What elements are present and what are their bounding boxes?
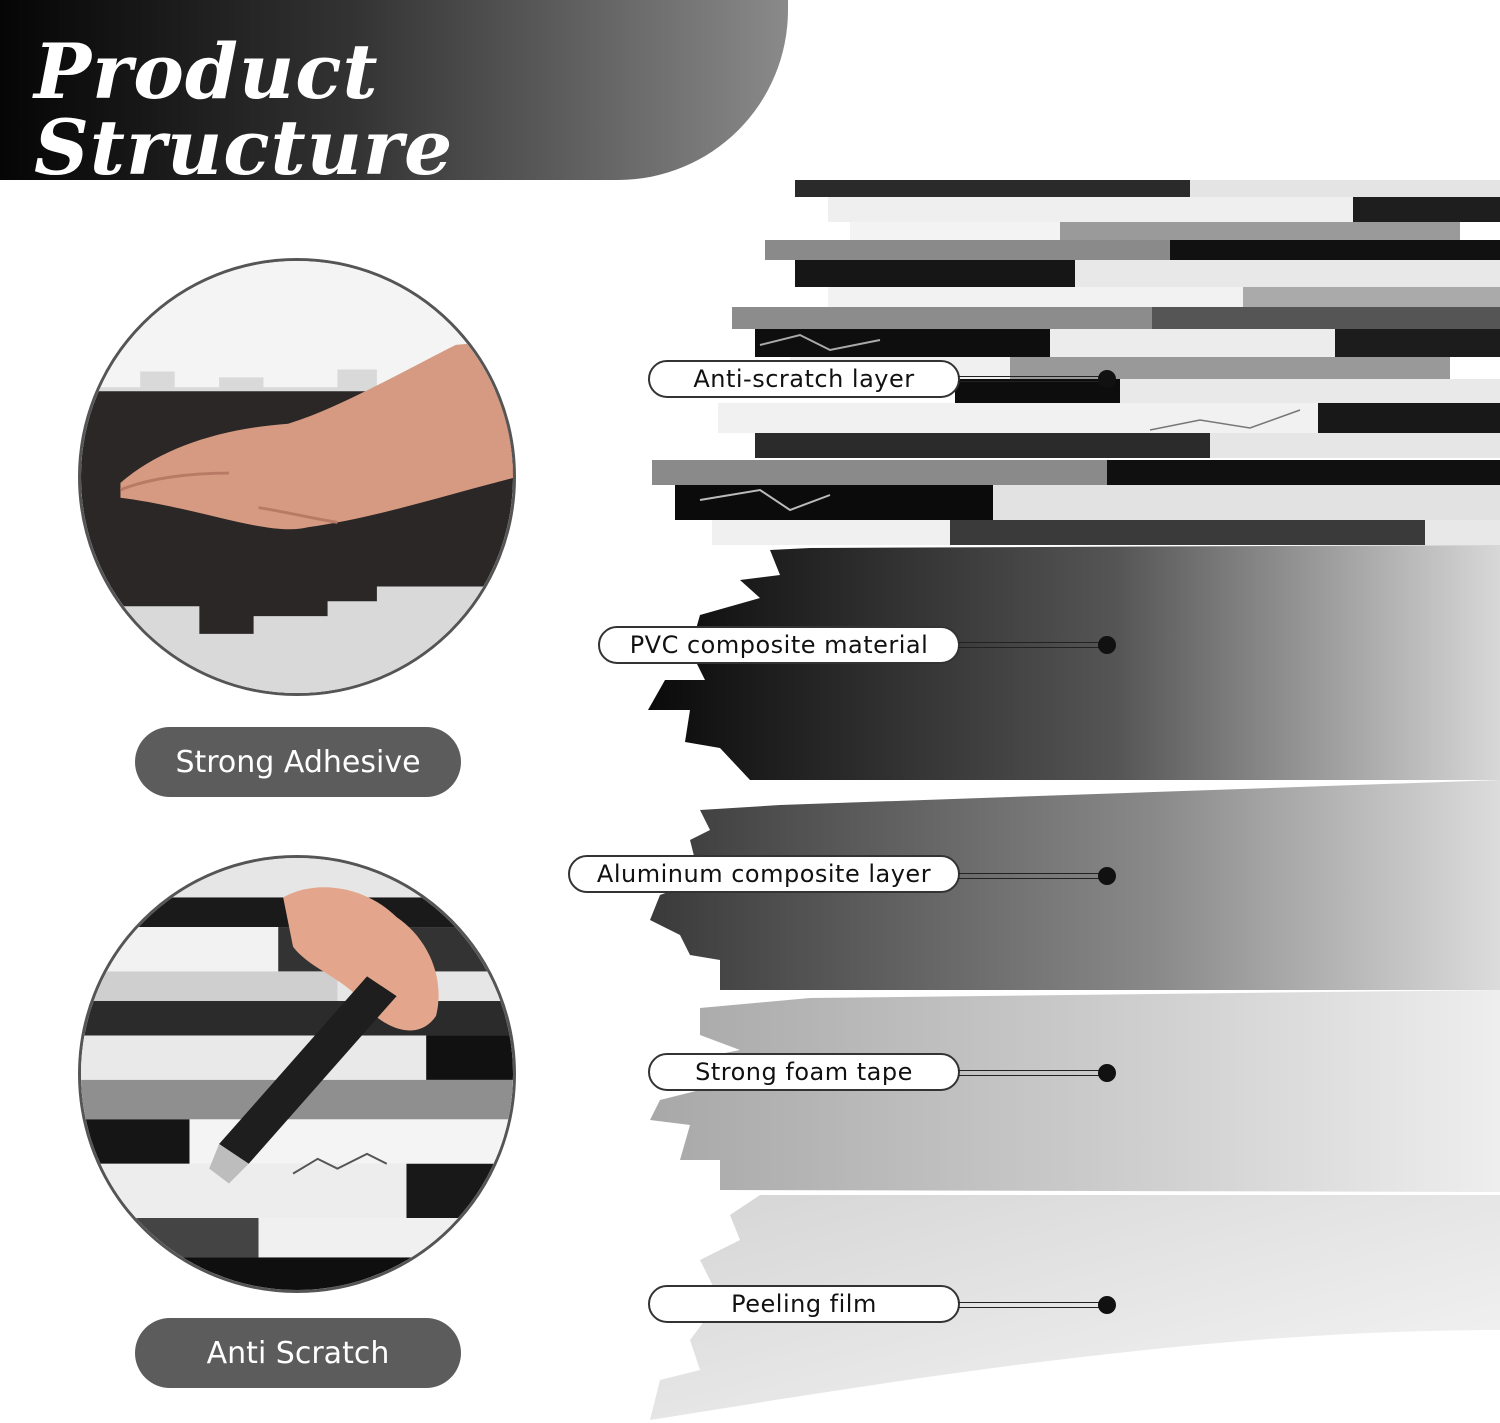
layer-label-anti-scratch: Anti-scratch layer (648, 360, 960, 398)
leader-dot (1098, 1064, 1116, 1082)
pvc-layer (648, 545, 1500, 780)
layer-label-aluminum: Aluminum composite layer (568, 855, 960, 893)
leader-line (958, 1302, 1100, 1308)
anti-scratch-photo (78, 855, 516, 1293)
leader-dot (1098, 370, 1116, 388)
anti-scratch-badge: Anti Scratch (135, 1318, 461, 1388)
header-banner: Product Structure (0, 0, 788, 186)
leader-line (958, 376, 1100, 382)
page-title: Product Structure (34, 27, 454, 192)
layer-label-pvc: PVC composite material (598, 626, 960, 664)
strong-adhesive-badge: Strong Adhesive (135, 727, 461, 797)
foam-tape-layer (650, 990, 1500, 1192)
strong-adhesive-photo (78, 258, 516, 696)
leader-dot (1098, 636, 1116, 654)
layer-label-foam-tape: Strong foam tape (648, 1053, 960, 1091)
leader-line (958, 873, 1100, 879)
leader-dot (1098, 1296, 1116, 1314)
leader-line (958, 1070, 1100, 1076)
layer-label-peeling-film: Peeling film (648, 1285, 960, 1323)
tile-strips (652, 180, 1500, 545)
leader-dot (1098, 867, 1116, 885)
leader-line (958, 642, 1100, 648)
aluminum-layer (650, 780, 1500, 990)
